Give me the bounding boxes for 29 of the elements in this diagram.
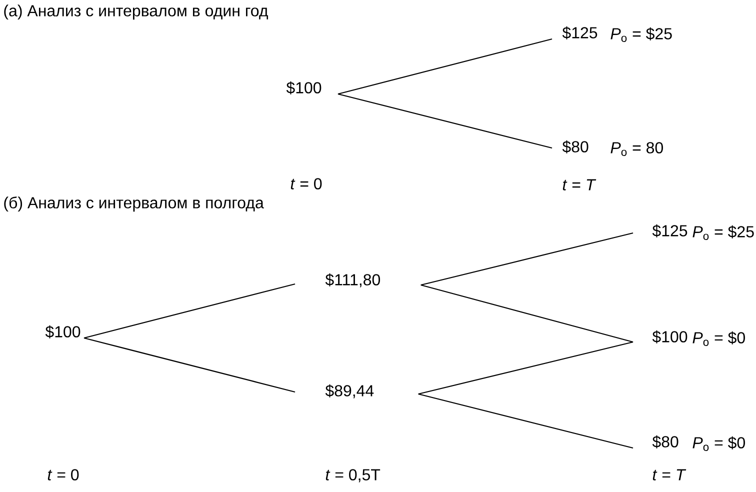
time-label: t = 0,5T	[326, 469, 380, 482]
payoff-label: P$_{o}$ = $0	[692, 436, 745, 451]
price-label: $125	[562, 26, 598, 40]
branch-line	[338, 93, 552, 149]
payoff-label: P$_{o}$ = 80	[610, 142, 663, 156]
branch-line	[84, 337, 296, 393]
branch-line	[418, 393, 634, 449]
panel-heading: (а) Анализ с интервалом в один год	[4, 4, 268, 20]
payoff-label: P$_{o}$ = $25	[610, 27, 672, 42]
price-label: $80	[652, 435, 678, 448]
branch-line	[84, 283, 296, 339]
branch-line	[418, 341, 634, 395]
time-label: t = T	[562, 179, 596, 190]
payoff-label: P$_{o}$ = $0	[692, 331, 745, 346]
branch-line	[338, 38, 552, 95]
payoff-label: P$_{o}$ = $25	[692, 225, 754, 240]
price-label: $80	[562, 140, 588, 154]
time-label: t = 0	[48, 469, 79, 480]
branch-line	[420, 232, 634, 286]
price-label: $100	[286, 81, 322, 94]
price-label: $100	[45, 325, 80, 338]
price-label: $89,44	[325, 384, 374, 398]
panel-heading: (б) Анализ с интервалом в полгода	[4, 196, 264, 212]
time-label: t = T	[652, 469, 686, 480]
price-label: $125	[652, 224, 688, 238]
price-label: $111,80	[325, 273, 380, 288]
price-label: $100	[652, 330, 688, 344]
branch-line	[420, 284, 634, 343]
time-label: t = 0	[290, 178, 322, 190]
